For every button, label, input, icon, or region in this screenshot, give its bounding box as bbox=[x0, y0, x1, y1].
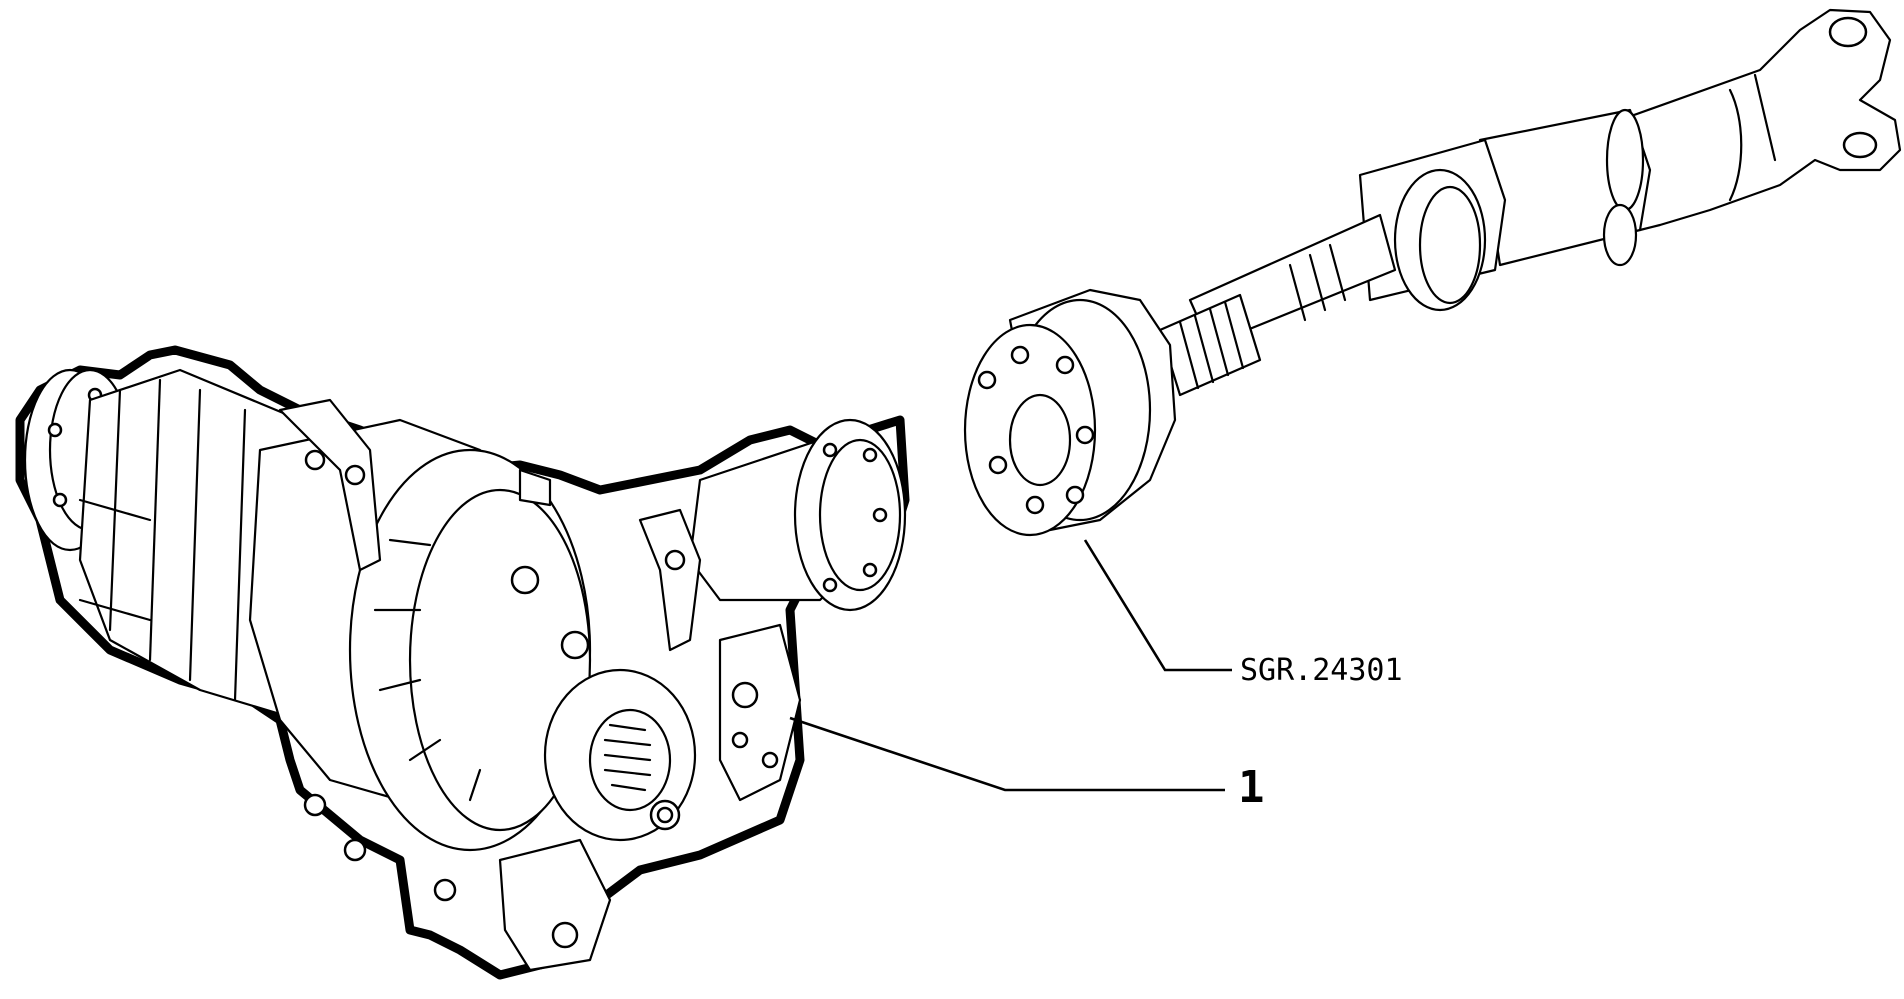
item-1-label: 1 bbox=[1238, 762, 1265, 813]
differential-housing-drawing bbox=[15, 345, 910, 980]
leader-line-part-number bbox=[1083, 539, 1232, 672]
drive-shaft-drawing bbox=[963, 8, 1902, 537]
leader-line-item-1 bbox=[789, 716, 1225, 792]
part-number-label: SGR.24301 bbox=[1240, 653, 1403, 688]
